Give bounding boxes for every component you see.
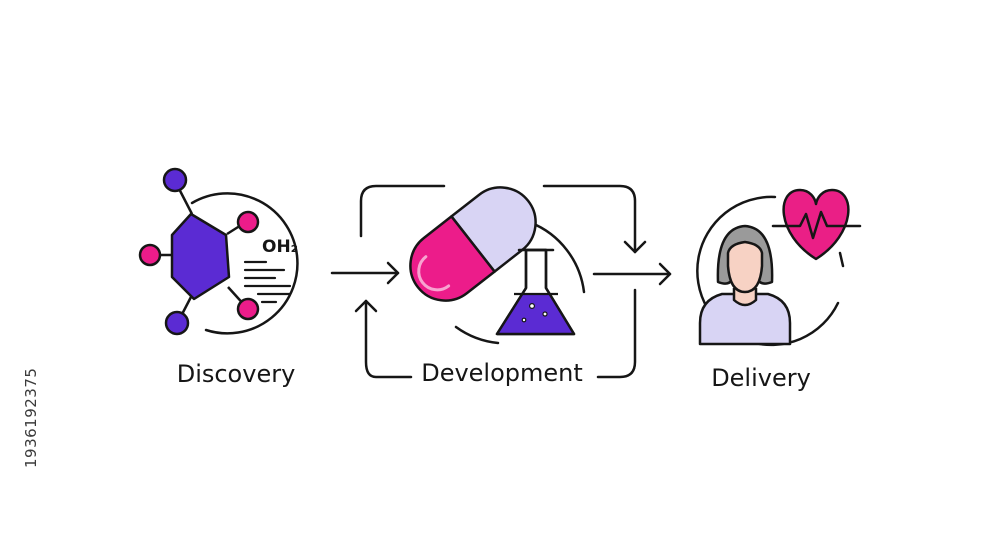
arrow-right-icon (592, 262, 672, 286)
delivery-circle-outline-right (838, 251, 845, 268)
loop-bottom-left (364, 299, 413, 379)
arrow-down-icon (623, 240, 647, 254)
notes-lines (243, 260, 292, 304)
stage-label-development: Development (415, 361, 589, 385)
arrow-right-icon (330, 261, 400, 285)
chemical-formula: OH₂ (262, 237, 298, 257)
atom-node (236, 210, 260, 234)
discovery-circle-outline (190, 192, 299, 335)
delivery-icon-group (696, 188, 862, 347)
patient-icon (698, 224, 792, 346)
heartbeat-icon (771, 188, 862, 261)
atom-node (164, 310, 190, 336)
discovery-icon-group: OH₂ (138, 167, 299, 336)
development-circle-outline-lower (454, 325, 500, 345)
atom-node (162, 167, 188, 193)
atom-node (138, 243, 162, 267)
loop-arrows (354, 184, 647, 379)
molecule-icon (138, 167, 260, 336)
hexagon-ring (170, 212, 231, 301)
side-id-stamp: 1936192375 (22, 367, 40, 468)
stage-label-delivery: Delivery (711, 364, 811, 392)
development-icon-group (354, 184, 647, 379)
atom-node (236, 297, 260, 321)
arrow-up-icon (354, 299, 378, 313)
loop-bottom-right (596, 288, 637, 379)
loop-top-left (359, 184, 446, 238)
stage-label-discovery: Discovery (176, 360, 296, 388)
loop-top-right (542, 184, 637, 254)
capsule-icon (409, 186, 537, 302)
